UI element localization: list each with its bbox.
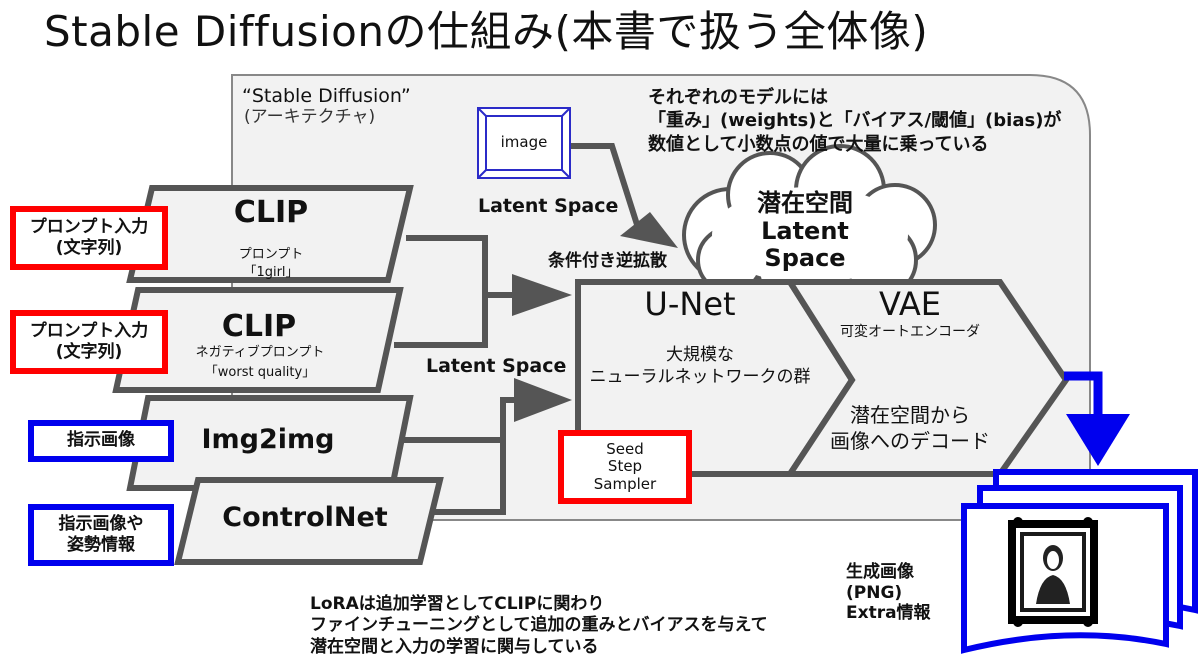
architecture-label: “Stable Diffusion” <box>242 85 411 107</box>
clip-1-connector <box>406 235 530 298</box>
seed-step-sampler-box: Seed Step Sampler <box>558 430 692 504</box>
pose-input-box: 指示画像や 姿勢情報 <box>28 504 174 566</box>
prompt-input-box-1: プロンプト入力 (文字列) <box>10 206 168 270</box>
output-label: 生成画像 (PNG) Extra情報 <box>846 562 931 624</box>
page-title: Stable Diffusionの仕組み(本書で扱う全体像) <box>44 7 929 56</box>
unet-desc-2: ニューラルネットワークの群 <box>589 367 811 387</box>
output-connector <box>1064 371 1103 418</box>
cloud-line-1: 潜在空間 <box>757 189 853 217</box>
lora-line-3: 潜在空間と入力の学習に関与している <box>310 636 599 657</box>
weights-note-line-1: それぞれのモデルには <box>648 87 828 108</box>
sampler-label: Sampler <box>593 474 657 493</box>
weights-note: それぞれのモデルには 「重み」(weights)と「バイアス/閾値」(bias)… <box>648 86 1061 156</box>
architecture-sublabel: (アーキテクチャ) <box>244 107 376 127</box>
output-line-3: Extra情報 <box>846 603 931 624</box>
weights-note-line-2: 「重み」(weights)と「バイアス/閾値」(bias)が <box>648 110 1062 132</box>
vae-desc-2: 画像へのデコード <box>830 429 990 453</box>
clip-2-sub1: ネガティブプロンプト <box>195 345 325 360</box>
lora-note: LoRAは追加学習としてCLIPに関わり ファインチューニングとして追加の重みと… <box>310 594 768 658</box>
vae-desc-1: 潜在空間から <box>850 403 970 427</box>
seed-label: Seed <box>606 440 644 459</box>
conditional-label: 条件付き逆拡散 <box>548 251 667 271</box>
unet-name: U-Net <box>644 285 736 323</box>
controlnet-shape <box>174 477 444 565</box>
controlnet-name: ControlNet <box>222 502 388 533</box>
output-line-2: (PNG) <box>846 582 903 603</box>
clip-1-sub2: 「1girl」 <box>243 265 299 280</box>
clip-2-name: CLIP <box>221 309 297 344</box>
latent-arrowhead <box>514 378 572 422</box>
prompt-input-box-2: プロンプト入力 (文字列) <box>10 310 168 374</box>
img2img-name: Img2img <box>201 424 335 455</box>
vae-sub: 可変オートエンコーダ <box>840 324 980 340</box>
clip-1-sub1: プロンプト <box>238 247 304 262</box>
cloud-text: 潜在空間 Latent Space <box>730 189 880 273</box>
lora-line-1: LoRAは追加学習としてCLIPに関わり <box>310 594 605 614</box>
cloud-line-2: Latent <box>761 216 849 245</box>
instruction-image-box: 指示画像 <box>28 420 174 462</box>
clip-2-sub2: 「worst quality」 <box>204 365 316 380</box>
cloud-line-3: Space <box>764 244 846 273</box>
output-line-1: 生成画像 <box>846 562 914 582</box>
clip-1-name: CLIP <box>233 195 309 230</box>
latent-space-top-label: Latent Space <box>478 195 619 217</box>
output-arrowhead <box>1066 414 1130 466</box>
image-box-label: image <box>500 133 548 151</box>
lora-line-2: ファインチューニングとして追加の重みとバイアスを与えて <box>310 615 768 636</box>
image-arrowhead <box>620 212 678 248</box>
clip-2-connector <box>394 295 488 348</box>
weights-note-line-3: 数値として小数点の値で大量に乗っている <box>648 133 989 155</box>
step-label: Step <box>607 457 643 476</box>
vae-name: VAE <box>879 285 941 323</box>
unet-desc-1: 大規模な <box>666 345 734 365</box>
clip-arrowhead <box>512 274 572 316</box>
latent-space-mid-label: Latent Space <box>426 355 567 377</box>
image-box <box>477 107 571 179</box>
portrait-icon <box>1008 517 1098 627</box>
image-connector <box>568 143 643 235</box>
